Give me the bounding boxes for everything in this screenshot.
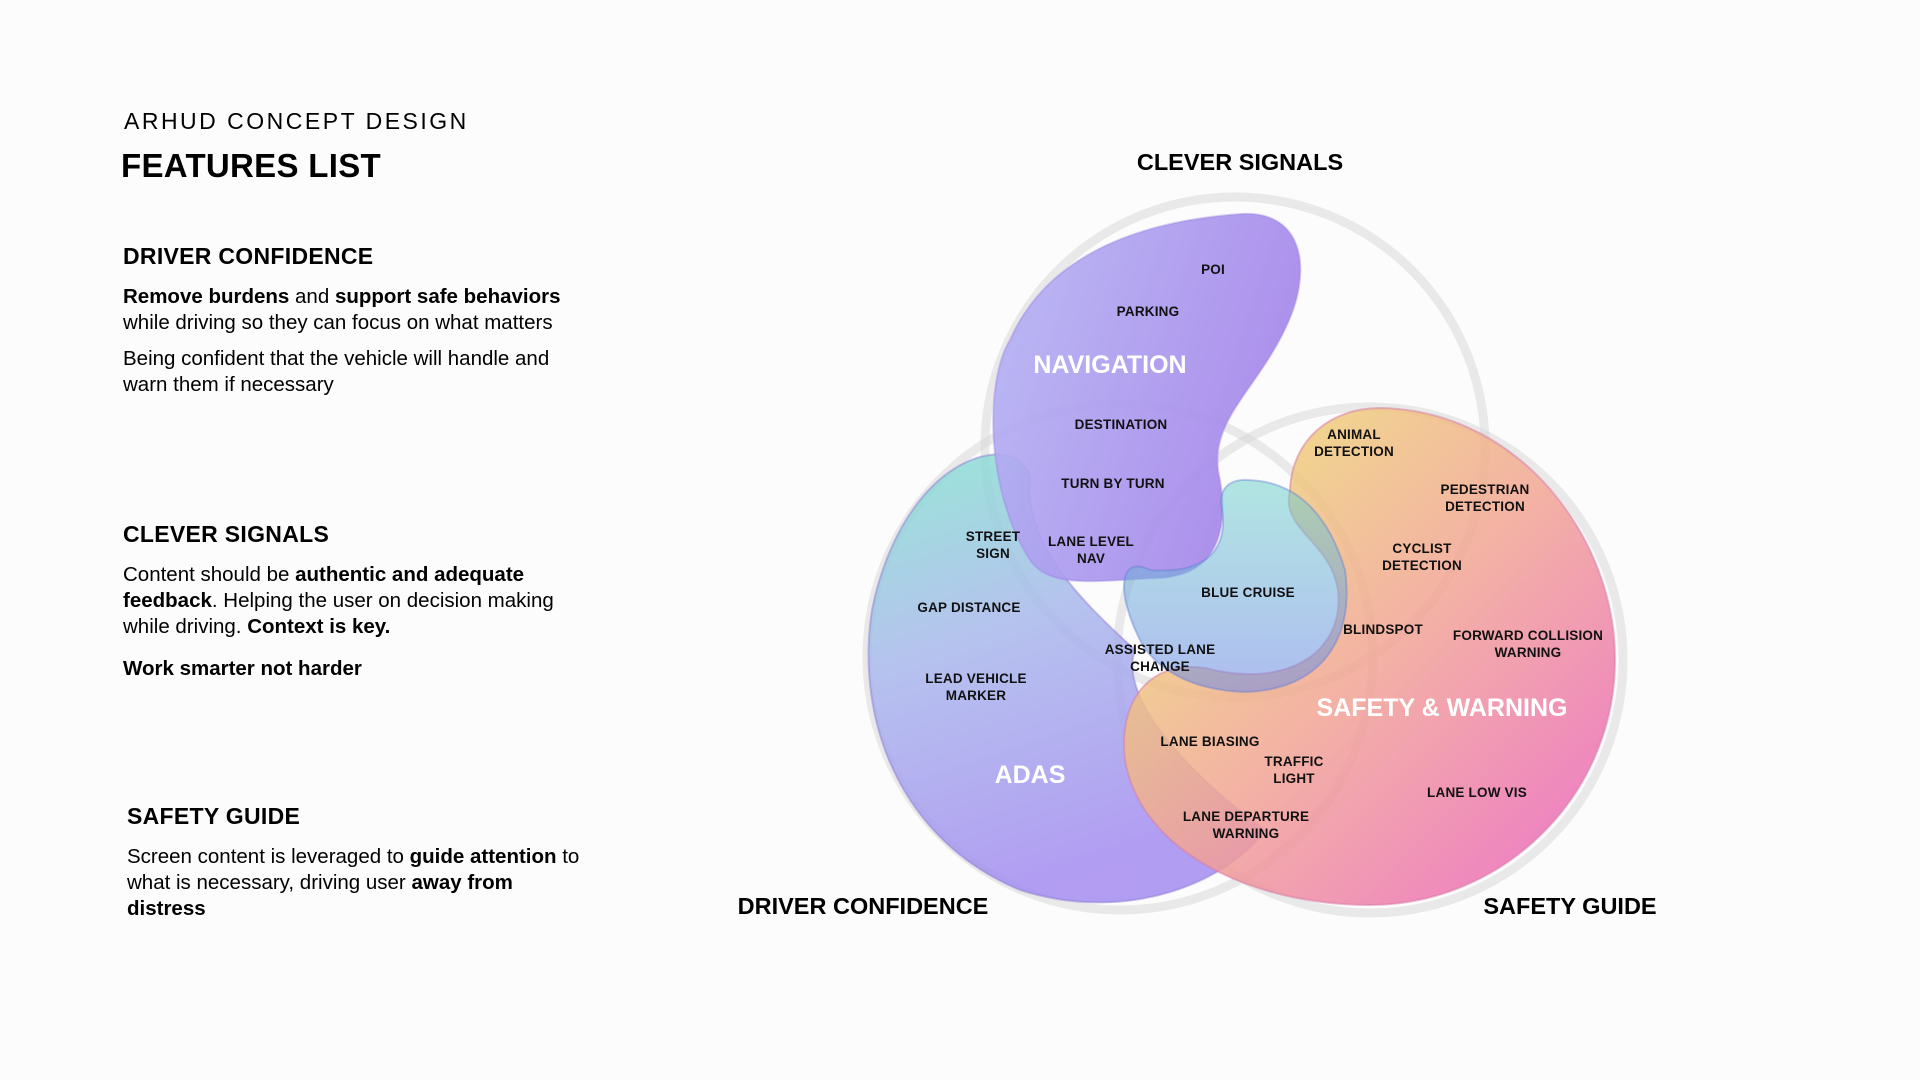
feature-label: LANE BIASING <box>1160 734 1259 749</box>
feature-label: LANE LOW VIS <box>1427 785 1527 800</box>
feature-label-line: LANE LOW VIS <box>1427 785 1527 800</box>
feature-label-line: ASSISTED LANE <box>1105 642 1216 657</box>
paragraph-bold-run: Context is key. <box>247 615 391 638</box>
group-label-navigation: NAVIGATION <box>1033 351 1186 379</box>
feature-label: POI <box>1201 262 1225 277</box>
feature-label-line: POI <box>1201 262 1225 277</box>
feature-label-line: DETECTION <box>1382 558 1462 573</box>
feature-label: DESTINATION <box>1075 417 1168 432</box>
blue-cruise-region <box>1123 478 1348 694</box>
feature-label-line: LIGHT <box>1273 771 1315 786</box>
feature-label: CYCLIST DETECTION <box>1382 541 1462 573</box>
section-paragraph: Screen content is leveraged to guide att… <box>127 844 587 922</box>
section-heading: DRIVER CONFIDENCE <box>123 243 374 269</box>
paragraph-run: Being confident that the vehicle will ha… <box>123 347 550 396</box>
feature-label-line: MARKER <box>946 688 1006 703</box>
feature-label: LANE LEVEL NAV <box>1048 534 1134 566</box>
set-label-driver-confidence: DRIVER CONFIDENCE <box>738 893 989 919</box>
feature-label-line: LANE BIASING <box>1160 734 1259 749</box>
feature-label: BLUE CRUISE <box>1201 585 1295 600</box>
feature-label-line: STREET <box>966 529 1021 544</box>
feature-label-line: PARKING <box>1117 304 1180 319</box>
section-paragraph: Remove burdens and support safe behavior… <box>123 284 583 336</box>
paragraph-run: Content should be <box>123 563 296 586</box>
page-title: FEATURES LIST <box>121 147 381 184</box>
feature-label: STREET SIGN <box>966 529 1021 561</box>
section-clever-signals: CLEVER SIGNALS Content should be authent… <box>123 521 583 692</box>
paragraph-run: to what is necessary, driving user <box>127 845 580 894</box>
feature-label: FORWARD COLLISION WARNING <box>1453 628 1603 660</box>
section-driver-confidence: DRIVER CONFIDENCE Remove burdens and sup… <box>123 243 583 408</box>
group-label-safety-warning: SAFETY & WARNING <box>1317 694 1568 722</box>
set-label-safety-guide: SAFETY GUIDE <box>1483 893 1656 919</box>
feature-label: GAP DISTANCE <box>917 600 1020 615</box>
group-label-adas: ADAS <box>995 761 1066 789</box>
feature-label: TRAFFIC LIGHT <box>1264 754 1323 786</box>
feature-label: LANE DEPARTURE WARNING <box>1183 809 1309 841</box>
paragraph-bold-run: Work smarter not harder <box>123 657 362 680</box>
paragraph-bold-run: guide attention <box>409 845 557 868</box>
feature-label: TURN BY TURN <box>1061 476 1164 491</box>
feature-label-line: SIGN <box>976 546 1010 561</box>
feature-label: ANIMAL DETECTION <box>1314 427 1394 459</box>
feature-label-line: CHANGE <box>1130 659 1190 674</box>
feature-label-line: TURN BY TURN <box>1061 476 1164 491</box>
feature-label-line: WARNING <box>1213 826 1280 841</box>
feature-label-line: LANE LEVEL <box>1048 534 1134 549</box>
feature-label-line: FORWARD COLLISION <box>1453 628 1603 643</box>
section-paragraph: Content should be authentic and adequate… <box>123 562 583 640</box>
set-label-clever-signals: CLEVER SIGNALS <box>1137 149 1343 175</box>
paragraph-run: Screen content is leveraged to <box>127 845 410 868</box>
paragraph-run: while driving so they can focus on what … <box>123 311 553 334</box>
paragraph-run: and <box>289 285 335 308</box>
section-paragraph: Being confident that the vehicle will ha… <box>123 346 583 398</box>
feature-label: LEAD VEHICLE MARKER <box>925 671 1026 703</box>
feature-label-line: BLUE CRUISE <box>1201 585 1295 600</box>
paragraph-bold-run: Remove burdens <box>123 285 290 308</box>
feature-label-line: BLINDSPOT <box>1343 622 1423 637</box>
feature-label: PARKING <box>1117 304 1180 319</box>
section-paragraph: Work smarter not harder <box>123 656 583 682</box>
feature-label-line: LANE DEPARTURE <box>1183 809 1309 824</box>
feature-label: ASSISTED LANE CHANGE <box>1105 642 1216 674</box>
feature-label-line: ANIMAL <box>1327 427 1381 442</box>
feature-label-line: NAV <box>1077 551 1105 566</box>
section-heading: CLEVER SIGNALS <box>123 521 330 547</box>
feature-label-line: DETECTION <box>1445 499 1525 514</box>
feature-label-line: PEDESTRIAN <box>1440 482 1529 497</box>
feature-label-line: CYCLIST <box>1392 541 1452 556</box>
feature-label-line: WARNING <box>1495 645 1562 660</box>
page-kicker: ARHUD CONCEPT DESIGN <box>124 108 469 134</box>
feature-label: BLINDSPOT <box>1343 622 1423 637</box>
feature-label: PEDESTRIAN DETECTION <box>1440 482 1529 514</box>
feature-label-line: DETECTION <box>1314 444 1394 459</box>
paragraph-bold-run: away from distress <box>127 871 513 920</box>
feature-label-line: TRAFFIC <box>1264 754 1323 769</box>
feature-label-line: GAP DISTANCE <box>917 600 1020 615</box>
section-heading: SAFETY GUIDE <box>127 803 301 829</box>
paragraph-run: . Helping the user on decision making wh… <box>123 589 554 638</box>
feature-label-line: LEAD VEHICLE <box>925 671 1026 686</box>
feature-label-line: DESTINATION <box>1075 417 1168 432</box>
paragraph-bold-run: support safe behaviors <box>334 285 561 308</box>
section-safety-guide: SAFETY GUIDE Screen content is leveraged… <box>127 803 587 932</box>
paragraph-bold-run: authentic and adequate feedback <box>123 563 525 612</box>
